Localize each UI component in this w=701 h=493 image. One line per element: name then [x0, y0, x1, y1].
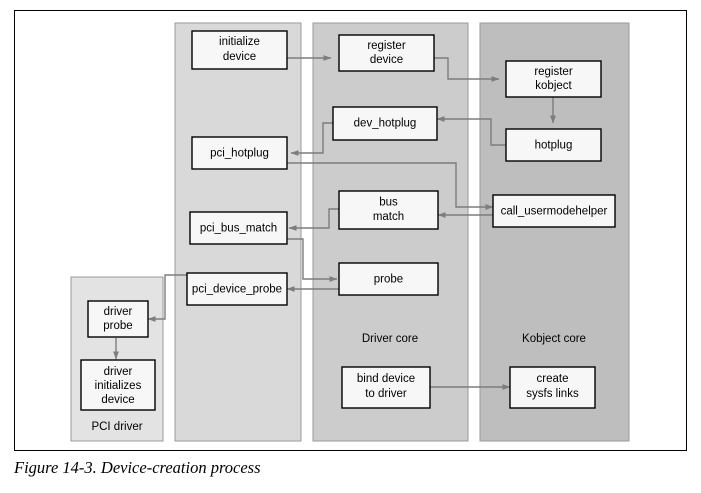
node-driver-initializes-device-line-1: initializes — [95, 380, 142, 392]
node-register-device[interactable]: register device — [338, 34, 435, 72]
edge-register-device-to-register-kobject — [434, 57, 500, 82]
node-bind-device-to-driver[interactable]: bind device to driver — [341, 366, 431, 409]
edge-pci-hotplug-to-call-usermodehelper — [287, 162, 494, 210]
lanes — [70, 22, 630, 442]
edge-hotplug-to-dev-hotplug — [436, 116, 506, 146]
node-bus-match[interactable]: bus match — [338, 190, 439, 230]
node-pci-device-probe[interactable]: pci_device_probe — [186, 272, 288, 306]
nodes: initialize device pci_hotplug pci_bus_ma… — [80, 30, 616, 411]
lane-label-driver-core: Driver core — [362, 333, 418, 345]
lane-label-pci-driver: PCI driver — [91, 421, 142, 433]
node-driver-probe[interactable]: driver probe — [87, 300, 149, 338]
node-driver-initializes-device-line-2: device — [101, 394, 134, 406]
node-hotplug[interactable]: hotplug — [505, 128, 602, 162]
node-bind-device-to-driver-line-1: to driver — [365, 388, 407, 400]
node-pci-hotplug-label: pci_hotplug — [210, 148, 269, 160]
node-pci-bus-match-label: pci_bus_match — [200, 223, 277, 235]
node-dev-hotplug-label: dev_hotplug — [354, 118, 417, 130]
edges — [113, 55, 556, 390]
node-probe-label: probe — [374, 274, 403, 286]
node-pci-bus-match[interactable]: pci_bus_match — [189, 211, 288, 245]
node-register-kobject[interactable]: register kobject — [505, 60, 602, 98]
node-driver-initializes-device[interactable]: driver initializes device — [80, 359, 156, 411]
node-create-sysfs-links-line-0: create — [537, 373, 569, 385]
node-hotplug-label: hotplug — [535, 140, 573, 152]
lane-driver-core — [312, 22, 469, 442]
device-creation-diagram: initialize device pci_hotplug pci_bus_ma… — [70, 22, 630, 442]
node-register-device-line-0: register — [367, 40, 406, 52]
edge-dev-hotplug-to-pci-hotplug — [290, 122, 333, 156]
node-register-kobject-line-0: register — [534, 66, 573, 78]
node-driver-initializes-device-line-0: driver — [104, 366, 133, 378]
node-initialize-device-line-1: device — [223, 51, 256, 63]
node-create-sysfs-links[interactable]: create sysfs links — [509, 366, 596, 409]
node-initialize-device-line-0: initialize — [219, 36, 260, 48]
node-initialize-device[interactable]: initialize device — [191, 30, 288, 70]
edge-pci-device-probe-to-driver-probe — [147, 274, 187, 322]
node-dev-hotplug[interactable]: dev_hotplug — [332, 106, 438, 141]
node-pci-hotplug[interactable]: pci_hotplug — [191, 136, 288, 170]
node-bind-device-to-driver-line-0: bind device — [357, 373, 415, 385]
node-register-kobject-line-1: kobject — [535, 80, 572, 92]
node-pci-device-probe-label: pci_device_probe — [192, 284, 282, 296]
edge-pci-bus-match-to-probe — [287, 238, 338, 282]
node-probe[interactable]: probe — [338, 262, 439, 296]
lane-label-kobject-core: Kobject core — [522, 333, 586, 345]
node-register-device-line-1: device — [370, 54, 403, 66]
figure-frame: initialize device pci_hotplug pci_bus_ma… — [14, 10, 687, 451]
node-create-sysfs-links-line-1: sysfs links — [526, 388, 579, 400]
node-call-usermodehelper[interactable]: call_usermodehelper — [492, 194, 616, 228]
figure-caption: Figure 14-3. Device-creation process — [14, 458, 261, 477]
node-bus-match-line-0: bus — [379, 197, 398, 209]
lane-labels: PCI driver Driver core Kobject core — [91, 333, 586, 433]
node-bus-match-line-1: match — [373, 211, 404, 223]
edge-bus-match-to-pci-bus-match — [288, 208, 339, 231]
node-driver-probe-line-1: probe — [103, 320, 132, 332]
node-call-usermodehelper-label: call_usermodehelper — [501, 206, 608, 218]
node-driver-probe-line-0: driver — [104, 306, 133, 318]
